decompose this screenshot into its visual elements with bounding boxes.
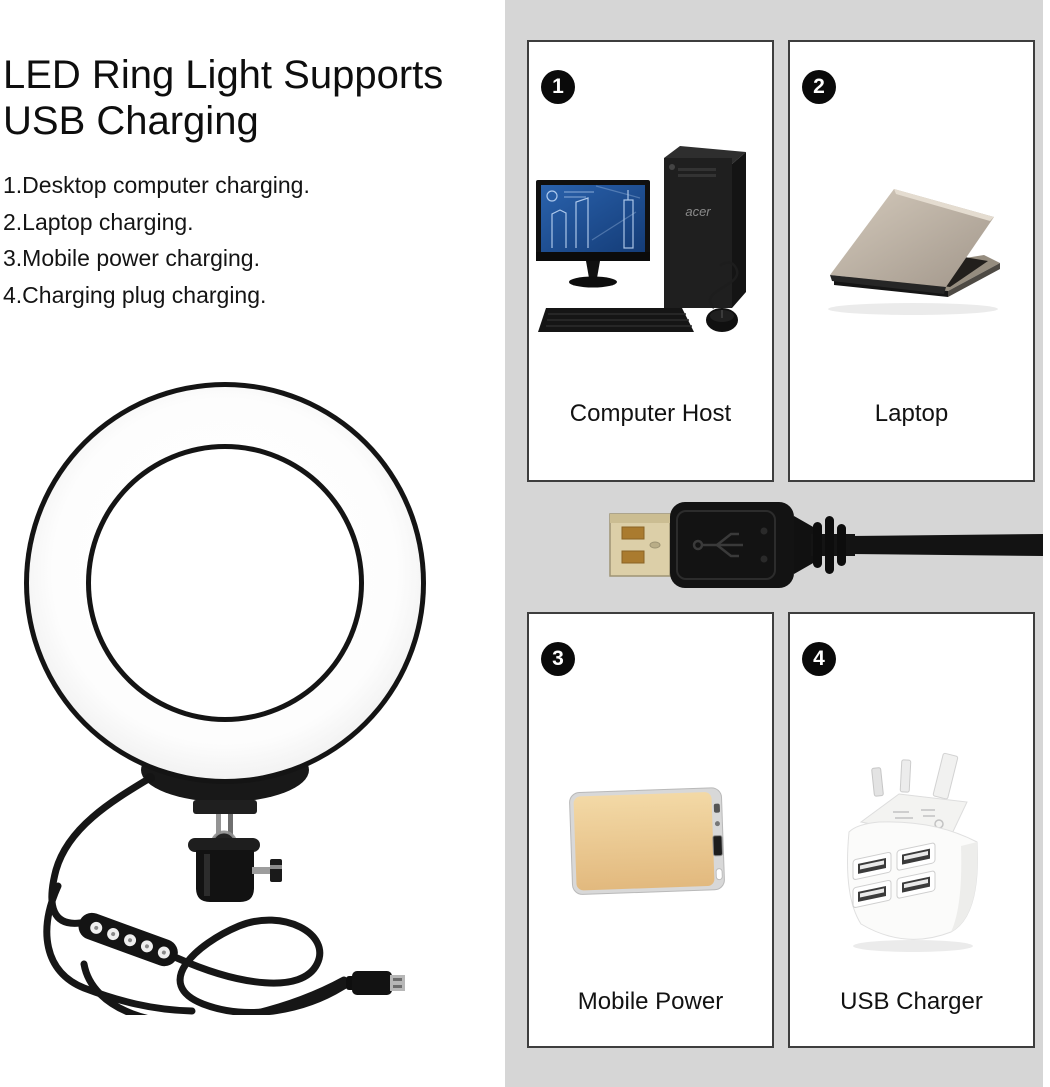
feature-item-2: 2.Laptop charging. xyxy=(3,208,194,235)
step-4-badge: 4 xyxy=(802,642,836,676)
title-line-2: USB Charging xyxy=(3,99,259,143)
usb-cable xyxy=(850,534,1043,556)
card-label-usb-charger: USB Charger xyxy=(840,988,983,1015)
cable-entry xyxy=(145,773,155,783)
step-2-badge: 2 xyxy=(802,70,836,104)
feature-item-1: 1.Desktop computer charging. xyxy=(3,172,310,198)
laptop-illustration xyxy=(828,189,1000,315)
step-1-badge: 1 xyxy=(541,70,575,104)
feature-item-3: 3.Mobile power charging. xyxy=(3,245,260,271)
card-mobile-power: 3 Mobile Power xyxy=(527,612,774,1048)
ring-light-illustration xyxy=(24,382,426,1015)
feature-list: 1.Desktop computer charging. 2.Laptop ch… xyxy=(3,167,473,313)
power-cable xyxy=(43,774,361,1015)
desktop-computer-illustration: acer xyxy=(536,146,746,332)
tower-brand-text: acer xyxy=(685,204,711,219)
usb-a-metal-shell xyxy=(609,513,671,577)
intro-section: LED Ring Light Supports USB Charging 1.D… xyxy=(3,52,473,313)
step-2-number: 2 xyxy=(813,75,825,98)
card-laptop: 2 Laptop xyxy=(788,40,1035,482)
usb-charger-illustration xyxy=(847,752,978,952)
feature-item-4: 4.Charging plug charging. xyxy=(3,281,267,308)
usb-cable-divider-illustration xyxy=(609,502,1043,588)
step-4-number: 4 xyxy=(813,647,825,670)
usb-a-overmold xyxy=(670,502,794,588)
step-3-badge: 3 xyxy=(541,642,575,676)
card-label-laptop: Laptop xyxy=(874,400,949,427)
usb-plug-icon xyxy=(346,971,405,995)
step-3-number: 3 xyxy=(552,647,564,670)
cable-strain-relief xyxy=(794,516,855,574)
uk-plug-prongs xyxy=(871,752,959,800)
card-label-computer-host: Computer Host xyxy=(569,400,732,427)
card-usb-charger: 4 xyxy=(788,612,1035,1048)
usb-ports xyxy=(852,842,936,908)
steps-panel: 1 acer xyxy=(505,0,1043,1087)
cold-shoe-mount xyxy=(193,800,257,842)
step-1-number: 1 xyxy=(552,75,564,98)
inline-controller xyxy=(78,912,178,967)
ball-head-mount xyxy=(188,830,282,902)
card-computer-host: 1 acer xyxy=(527,40,774,482)
page-title: LED Ring Light Supports USB Charging xyxy=(3,52,473,144)
diffuser-ring xyxy=(24,382,426,784)
power-bank-illustration xyxy=(569,787,725,895)
title-line-1: LED Ring Light Supports xyxy=(3,53,444,97)
card-label-mobile-power: Mobile Power xyxy=(577,988,724,1015)
